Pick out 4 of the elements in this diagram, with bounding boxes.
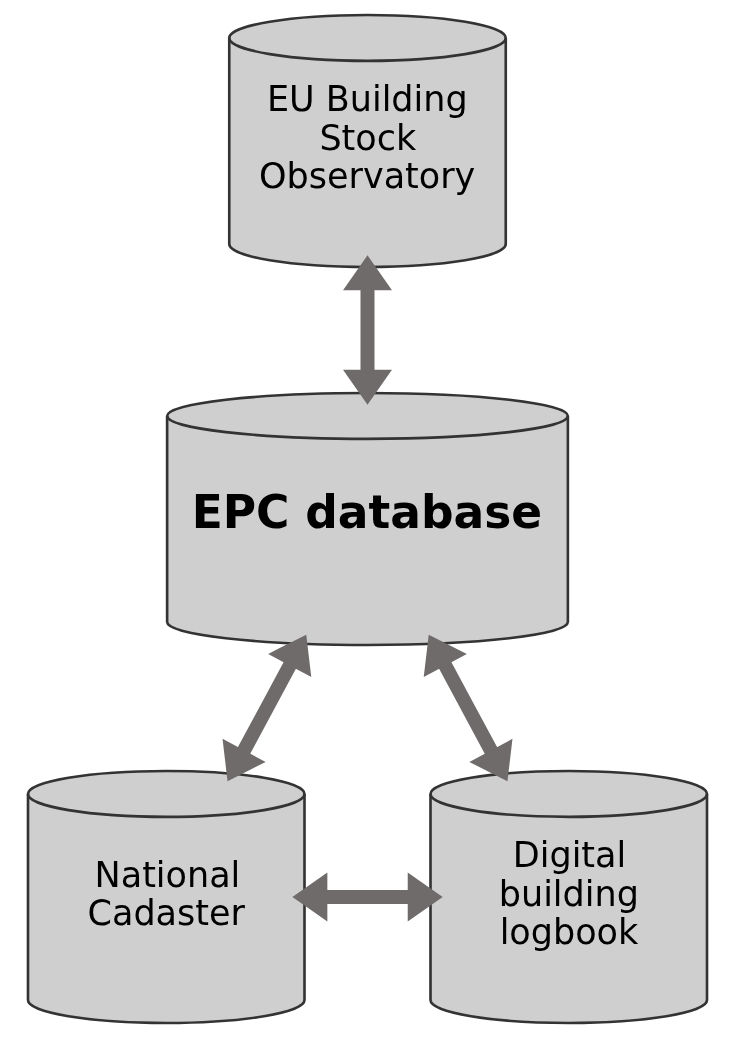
- arrow: [291, 872, 443, 922]
- arrow: [342, 255, 392, 405]
- arrow: [423, 634, 512, 782]
- arrow: [222, 634, 311, 782]
